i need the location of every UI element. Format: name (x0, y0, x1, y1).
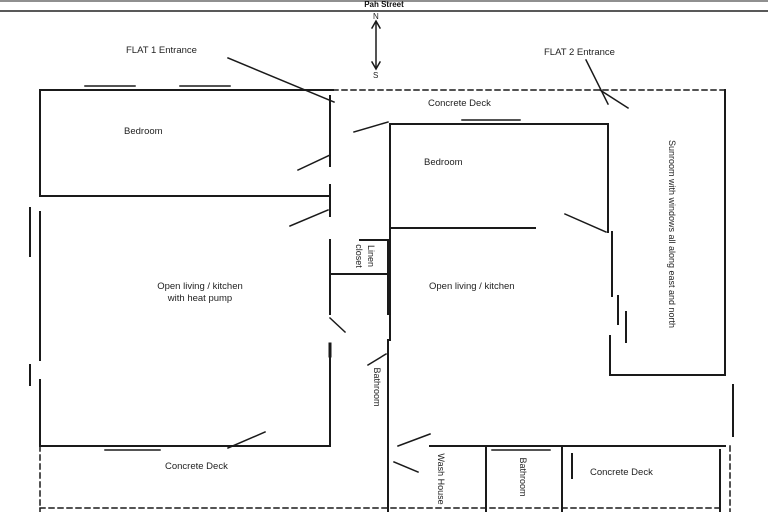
flat2-entrance-door (353, 121, 389, 133)
flat1-living-door (289, 209, 329, 227)
flat1-bedroom-label: Bedroom (124, 126, 163, 137)
linen-closet-label-2: closet (354, 244, 364, 268)
flat2-entrance-label: FLAT 2 Entrance (544, 47, 615, 58)
flat1-bedroom-door (297, 154, 331, 171)
wash-house-label: Wash House (436, 453, 446, 505)
bathroom-bottom-label: Bathroom (518, 457, 528, 497)
flat2-entrance-pointer (584, 58, 610, 106)
concrete-deck-bottom-left-label: Concrete Deck (165, 461, 228, 472)
concrete-deck-bottom-right-label: Concrete Deck (590, 467, 653, 478)
compass-south: S (373, 71, 379, 80)
linen-door (328, 316, 347, 334)
flat2-bedroom-door (564, 213, 607, 233)
street-name: Pah Street (364, 0, 404, 9)
flat1-bottom-door (227, 431, 266, 449)
flat1-living-label-1: Open living / kitchen (157, 281, 243, 292)
linen-closet-label-1: Linen (366, 244, 376, 268)
wash-door (393, 461, 419, 473)
concrete-deck-top-label: Concrete Deck (428, 98, 491, 109)
street-lines (0, 0, 768, 12)
flat1-living-label-2: with heat pump (167, 293, 233, 304)
compass-north: N (373, 12, 379, 21)
wash-top-door (397, 433, 431, 447)
flat2-bedroom-label: Bedroom (424, 157, 463, 168)
bathroom-middle-label: Bathroom (372, 367, 382, 407)
sunroom-door (598, 88, 630, 110)
flat1-entrance-label: FLAT 1 Entrance (126, 45, 197, 56)
flat1-entrance-pointer (227, 57, 335, 103)
bath-door (366, 352, 388, 367)
street-header: Pah Street (0, 0, 768, 13)
compass-arrow (370, 19, 382, 71)
flat2-living-label: Open living / kitchen (429, 281, 515, 292)
sunroom-label: Sunroom with windows all along east and … (667, 139, 677, 329)
